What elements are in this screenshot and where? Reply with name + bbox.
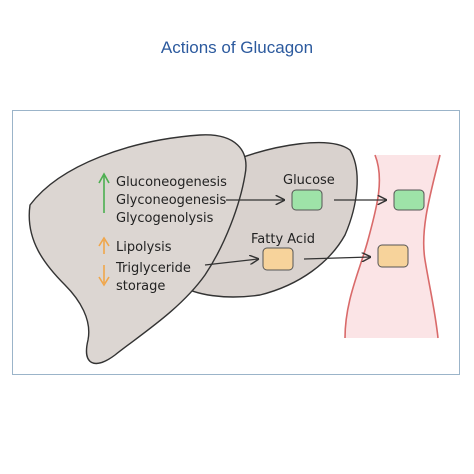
arrow-to-fatty-acid (204, 259, 258, 266)
process-lipolysis: Lipolysis (116, 240, 172, 255)
process-triglyceride: Triglyceride (115, 261, 191, 276)
lipolysis-up-arrow-icon (98, 236, 110, 254)
glucose-label: Glucose (283, 173, 335, 188)
up-arrow-icon (98, 172, 110, 213)
process-glyconeogenesis: Glyconeogenesis (116, 193, 227, 208)
fatty-acid-label: Fatty Acid (251, 232, 315, 247)
arrow-fatty-acid-to-blood (303, 257, 370, 259)
fatty-acid-box-liver (262, 247, 294, 271)
process-gluconeogenesis: Gluconeogenesis (116, 175, 227, 190)
diagram-title: Actions of Glucagon (160, 38, 314, 57)
triglyceride-down-arrow-icon (98, 265, 110, 287)
liver-left-lobe (28, 134, 247, 365)
fatty-acid-box-blood (377, 244, 409, 268)
glucose-box-liver (291, 189, 323, 211)
process-storage: storage (116, 279, 165, 294)
process-glycogenolysis: Glycogenolysis (116, 211, 214, 226)
vessel-wall-right (422, 154, 441, 339)
vessel-wall-left (344, 154, 381, 339)
glucose-box-blood (393, 189, 425, 211)
